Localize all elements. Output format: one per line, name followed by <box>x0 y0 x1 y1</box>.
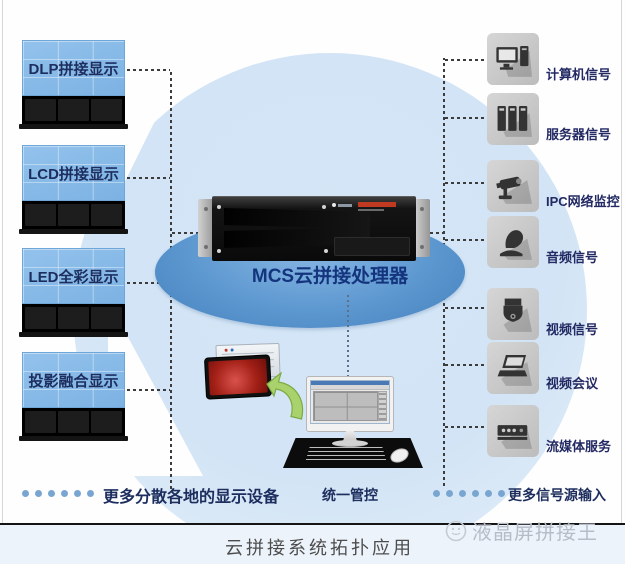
server-rack-icon <box>487 93 539 145</box>
monitor-stand <box>343 431 357 441</box>
wall-layout-grid <box>313 391 378 421</box>
screw-icon <box>322 205 326 209</box>
screw-icon <box>217 249 221 253</box>
diagram-caption: 云拼接系统拓扑应用 <box>225 538 414 558</box>
green-arrow-icon <box>266 372 304 420</box>
right-edge-line <box>621 0 622 564</box>
brand-logo-icon <box>332 203 336 207</box>
videowall-cabinets-icon <box>22 408 125 436</box>
source-row-audio: 音频信号 <box>487 216 598 268</box>
model-subtext-mark <box>358 209 384 211</box>
rack-ear-right <box>414 199 430 257</box>
computer-icon <box>487 33 539 85</box>
monitor-bezel <box>306 376 394 432</box>
more-displays-dots <box>22 490 94 497</box>
management-software-screen <box>310 380 390 424</box>
screw-icon <box>217 205 221 209</box>
videowall-base <box>19 436 128 441</box>
more-displays-label: 更多分散各地的显示设备 <box>103 489 280 506</box>
control-link-line <box>347 295 349 377</box>
mcs-processor-device <box>198 196 430 261</box>
media-account-logo-icon <box>445 520 467 541</box>
connector-computer <box>445 59 487 61</box>
server-front-panel <box>212 196 416 261</box>
connector-video <box>445 307 487 309</box>
source-label: 流媒体服务 <box>546 439 612 454</box>
more-sources-dots <box>433 490 505 497</box>
processor-label: MCS云拼接处理器 <box>251 266 409 287</box>
control-workstation-icon <box>306 376 396 450</box>
window-titlebar <box>311 381 389 385</box>
footer-divider-line <box>0 523 625 525</box>
display-projection-wall: 投影融合显示 <box>19 352 128 441</box>
more-sources-label: 更多信号源输入 <box>508 487 606 503</box>
connector-server-left <box>172 232 198 234</box>
watermark: 液晶屏拼接王 <box>445 516 598 545</box>
source-row-streaming: 流媒体服务 <box>487 405 611 457</box>
source-row-ipc: IPC网络监控 <box>487 160 620 212</box>
display-label: DLP拼接显示 <box>28 60 119 78</box>
model-text-mark <box>358 202 396 207</box>
connector-server-right <box>430 232 445 234</box>
rack-ear-left <box>198 199 214 257</box>
streaming-server-icon <box>487 405 539 457</box>
connector-streaming <box>445 426 487 428</box>
display-lcd-wall: LCD拼接显示 <box>19 145 128 234</box>
mobile-screen <box>208 358 268 396</box>
videowall-cabinets-icon <box>22 201 125 229</box>
microphone-icon <box>487 216 539 268</box>
source-row-conference: 视频会议 <box>487 342 598 394</box>
watermark-text: 液晶屏拼接王 <box>472 522 598 544</box>
source-label: 音频信号 <box>546 250 599 265</box>
source-row-computer: 计算机信号 <box>487 33 611 85</box>
tool-sidebar <box>378 391 387 421</box>
source-label: 视频信号 <box>546 322 599 337</box>
videowall-base <box>19 332 128 337</box>
source-label: 服务器信号 <box>546 127 612 142</box>
videowall-cabinets-icon <box>22 96 125 124</box>
monitor-base <box>332 440 368 447</box>
source-label: 视频会议 <box>546 376 599 391</box>
ipc-camera-icon <box>487 160 539 212</box>
source-label: IPC网络监控 <box>546 194 620 209</box>
display-label: 投影融合显示 <box>28 372 119 390</box>
videowall-screen-icon: 投影融合显示 <box>22 352 125 408</box>
server-subpanel <box>334 237 410 256</box>
videowall-screen-icon: LED全彩显示 <box>22 248 125 304</box>
vent-grille-icon <box>224 207 370 230</box>
source-row-video: 视频信号 <box>487 288 598 340</box>
connector-audio <box>445 239 487 241</box>
screw-icon <box>324 249 328 253</box>
connector-projection <box>127 389 170 391</box>
display-label: LED全彩显示 <box>28 268 119 286</box>
display-label: LCD拼接显示 <box>28 165 119 183</box>
source-label: 计算机信号 <box>546 67 612 82</box>
videowall-base <box>19 124 128 129</box>
connector-dlp <box>127 69 170 71</box>
brand-text-mark <box>338 204 352 207</box>
connector-serversignal <box>445 117 487 119</box>
videowall-base <box>19 229 128 234</box>
connector-conference <box>445 364 487 366</box>
videowall-screen-icon: DLP拼接显示 <box>22 40 125 96</box>
ptz-camera-icon <box>487 288 539 340</box>
mobile-device-icon <box>203 354 273 400</box>
connector-ipc <box>445 182 487 184</box>
connector-led <box>127 282 170 284</box>
video-conference-icon <box>487 342 539 394</box>
unified-management-label: 统一管控 <box>322 487 378 503</box>
connector-lcd <box>127 177 170 179</box>
left-edge-line <box>2 0 3 564</box>
source-row-server: 服务器信号 <box>487 93 611 145</box>
footer-strip <box>0 525 625 564</box>
keyboard-icon <box>305 446 387 463</box>
videowall-screen-icon: LCD拼接显示 <box>22 145 125 201</box>
display-led-wall: LED全彩显示 <box>19 248 128 337</box>
window-toolbar <box>311 385 389 390</box>
videowall-cabinets-icon <box>22 304 125 332</box>
display-dlp-wall: DLP拼接显示 <box>19 40 128 129</box>
